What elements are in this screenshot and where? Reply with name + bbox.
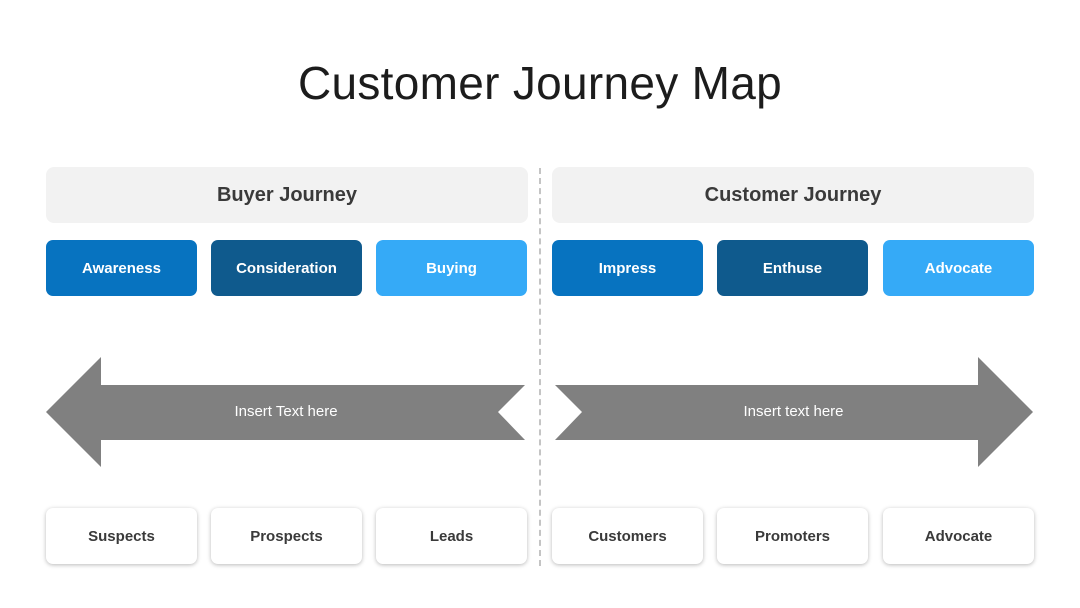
- customer-arrow-text: Insert text here: [743, 403, 844, 420]
- result-prospects: Prospects: [211, 508, 362, 564]
- stage-impress: Impress: [552, 240, 703, 296]
- section-divider: [539, 168, 541, 566]
- buyer-arrow-left: [46, 357, 525, 467]
- result-suspects: Suspects: [46, 508, 197, 564]
- customer-journey-header: Customer Journey: [552, 167, 1034, 223]
- result-promoters: Promoters: [717, 508, 868, 564]
- page-title: Customer Journey Map: [297, 57, 783, 109]
- stage-consideration: Consideration: [211, 240, 362, 296]
- result-advocate: Advocate: [883, 508, 1034, 564]
- stage-advocate: Advocate: [883, 240, 1034, 296]
- result-leads: Leads: [376, 508, 527, 564]
- result-customers: Customers: [552, 508, 703, 564]
- stage-awareness: Awareness: [46, 240, 197, 296]
- stage-buying: Buying: [376, 240, 527, 296]
- stage-enthuse: Enthuse: [717, 240, 868, 296]
- buyer-arrow-text: Insert Text here: [234, 403, 338, 420]
- customer-arrow-right: [555, 357, 1033, 467]
- buyer-journey-header: Buyer Journey: [46, 167, 528, 223]
